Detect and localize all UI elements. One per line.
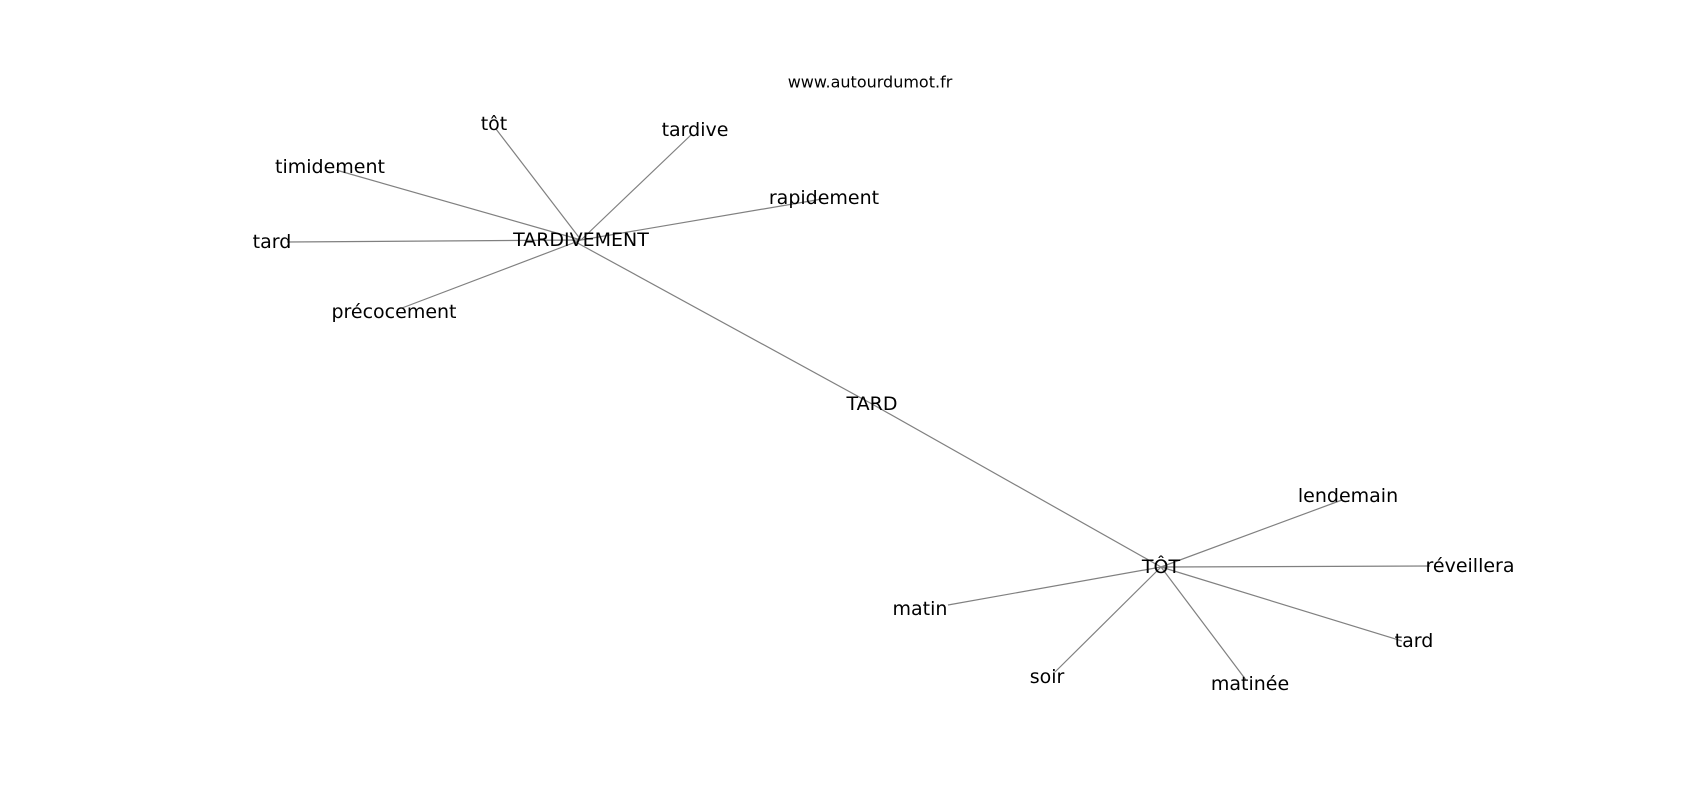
- edge-tot_hub-matinee: [1160, 566, 1247, 681]
- node-lendemain[interactable]: lendemain: [1298, 485, 1398, 507]
- node-tard_leaf_2[interactable]: tard: [1395, 630, 1434, 652]
- node-rapidement[interactable]: rapidement: [769, 187, 879, 209]
- edge-tardivement-tardive: [580, 133, 693, 241]
- edge-tardivement-rapidement: [580, 198, 823, 241]
- edge-tot_hub-reveillera: [1160, 565, 1431, 568]
- edge-tard_center-tardivement: [571, 239, 873, 405]
- edge-tard_center-tot_hub: [871, 403, 1162, 568]
- node-soir[interactable]: soir: [1030, 666, 1065, 688]
- edge-tardivement-timidement: [335, 169, 582, 241]
- node-tardive[interactable]: tardive: [662, 119, 729, 141]
- node-matin[interactable]: matin: [893, 598, 948, 620]
- node-reveillera[interactable]: réveillera: [1426, 555, 1515, 577]
- edge-tot_hub-tard_leaf_2: [1160, 566, 1403, 642]
- edge-tardivement-precocement: [401, 239, 582, 309]
- node-timidement[interactable]: timidement: [275, 156, 385, 178]
- node-tard_center[interactable]: TARD: [846, 393, 898, 415]
- nodes-layer: TARD TARDIVEMENT TÔT tôt tardive timidement ra…: [253, 113, 1515, 695]
- node-matinee[interactable]: matinée: [1211, 673, 1289, 695]
- node-tardivement[interactable]: TARDIVEMENT: [512, 229, 649, 251]
- edge-tot_hub-soir: [1054, 566, 1162, 673]
- node-tard_leaf_1[interactable]: tard: [253, 231, 292, 253]
- node-tot_hub[interactable]: TÔT: [1141, 554, 1181, 578]
- edges-layer: [286, 128, 1431, 681]
- node-precocement[interactable]: précocement: [331, 301, 456, 323]
- edge-tardivement-tard_leaf_1: [286, 239, 582, 243]
- edge-tot_hub-lendemain: [1160, 499, 1343, 568]
- edge-tardivement-tot_leaf: [495, 128, 582, 241]
- edge-tot_hub-matin: [947, 566, 1162, 606]
- node-tot_leaf[interactable]: tôt: [481, 113, 508, 135]
- site-credit: www.autourdumot.fr: [788, 73, 953, 92]
